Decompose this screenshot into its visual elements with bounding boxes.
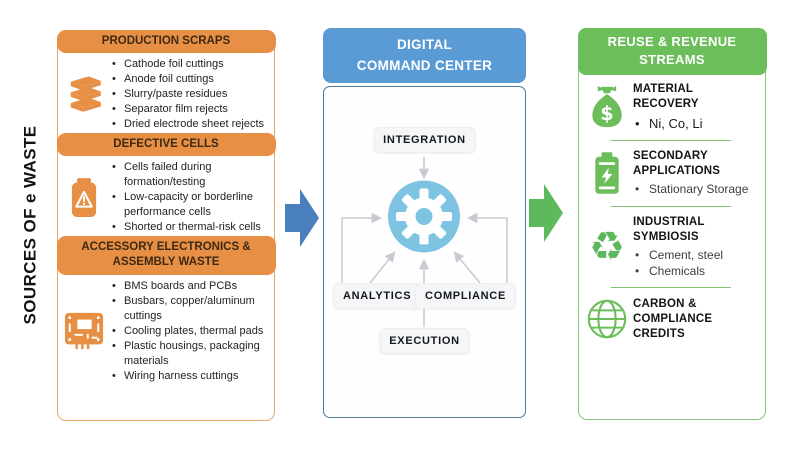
- stream-material-recovery: $ MATERIAL RECOVERY Ni, Co, Li: [579, 75, 765, 139]
- center-title-line1: DIGITAL: [396, 37, 453, 53]
- battery-warning-icon: [58, 176, 110, 220]
- list-item: Wiring harness cuttings: [110, 369, 270, 384]
- stream-items: Stationary Storage: [633, 181, 761, 197]
- section-header-accessory-waste: ACCESSORY ELECTRONICS & ASSEMBLY WASTE: [56, 235, 276, 275]
- gear-icon: [387, 180, 461, 259]
- stream-carbon-credits: CARBON & COMPLIANCE CREDITS: [579, 289, 765, 349]
- right-title-line1: REUSE & REVENUE: [607, 33, 737, 49]
- divider: [611, 287, 731, 289]
- list-item: Slurry/paste residues: [110, 87, 270, 102]
- list-item: Cooling plates, thermal pads: [110, 324, 270, 339]
- circuit-board-icon: [58, 311, 110, 351]
- globe-icon: [581, 296, 633, 342]
- divider: [611, 140, 731, 142]
- defective-cells-list: Cells failed during formation/testing Lo…: [110, 160, 272, 235]
- list-item: Dried electrode sheet rejects: [110, 117, 270, 132]
- digital-command-center-header: DIGITAL COMMAND CENTER: [323, 28, 526, 83]
- recycle-glyph: ♻: [589, 223, 625, 270]
- section-header-defective-cells: DEFECTIVE CELLS: [56, 132, 276, 157]
- section-accessory-waste: BMS boards and PCBs Busbars, copper/alum…: [58, 275, 274, 386]
- right-title-line2: STREAMS: [639, 52, 705, 68]
- list-item: Busbars, copper/aluminum cuttings: [110, 294, 270, 324]
- list-item: Chemicals: [633, 263, 761, 279]
- node-execution: EXECUTION: [379, 328, 470, 354]
- sources-vertical-title: SOURCES OF e WASTE: [8, 100, 52, 350]
- divider: [611, 205, 731, 207]
- stacked-sheets-icon: [58, 74, 110, 116]
- list-item: Shorted or thermal-risk cells: [110, 220, 270, 235]
- money-bag-icon: $: [581, 84, 633, 130]
- section-defective-cells: Cells failed during formation/testing Lo…: [58, 156, 274, 237]
- list-item: Plastic housings, packaging materials: [110, 339, 270, 369]
- list-item: Cement, steel: [633, 247, 761, 263]
- reuse-revenue-panel: REUSE & REVENUE STREAMS $ MATERIAL RECOV…: [577, 27, 767, 420]
- node-integration: INTEGRATION: [373, 127, 476, 153]
- node-compliance: COMPLIANCE: [415, 283, 516, 309]
- list-item: BMS boards and PCBs: [110, 279, 270, 294]
- reuse-revenue-header: REUSE & REVENUE STREAMS: [577, 27, 767, 76]
- stream-title: MATERIAL RECOVERY: [633, 83, 699, 111]
- center-title-line2: COMMAND CENTER: [356, 57, 493, 73]
- flow-arrow-center-to-right-icon: [529, 184, 563, 242]
- list-item: Separator film rejects: [110, 102, 270, 117]
- sources-vertical-title-text: SOURCES OF e WASTE: [20, 125, 40, 325]
- stream-items: Ni, Co, Li: [633, 115, 761, 133]
- node-analytics: ANALYTICS: [333, 283, 422, 309]
- production-scraps-list: Cathode foil cuttings Anode foil cutting…: [110, 57, 272, 132]
- list-item: Cathode foil cuttings: [110, 57, 270, 72]
- list-item: Ni, Co, Li: [633, 115, 761, 133]
- list-item: Low-capacity or borderline performance c…: [110, 190, 270, 220]
- accessory-waste-list: BMS boards and PCBs Busbars, copper/alum…: [110, 279, 272, 384]
- stream-secondary-applications: SECONDARY APPLICATIONS Stationary Storag…: [579, 142, 765, 205]
- stream-title: SECONDARY APPLICATIONS: [633, 150, 721, 178]
- stream-items: Cement, steel Chemicals: [633, 247, 761, 280]
- list-item: Stationary Storage: [633, 181, 761, 197]
- svg-text:$: $: [600, 102, 613, 125]
- stream-title: INDUSTRIAL SYMBIOSIS: [633, 215, 705, 243]
- list-item: Anode foil cuttings: [110, 72, 270, 87]
- battery-charge-icon: [581, 150, 633, 196]
- section-header-production-scraps: PRODUCTION SCRAPS: [56, 29, 276, 54]
- flow-arrow-left-to-center-icon: [285, 189, 319, 247]
- list-item: Cells failed during formation/testing: [110, 160, 270, 190]
- section-production-scraps: Cathode foil cuttings Anode foil cutting…: [58, 53, 274, 134]
- digital-command-center-body: INTEGRATION: [323, 86, 526, 418]
- stream-title: CARBON & COMPLIANCE CREDITS: [633, 297, 713, 340]
- sources-panel: PRODUCTION SCRAPS Cathode foil cuttings …: [56, 29, 276, 421]
- recycle-icon: ♻: [581, 227, 633, 267]
- stream-industrial-symbiosis: ♻ INDUSTRIAL SYMBIOSIS Cement, steel Che…: [579, 208, 765, 287]
